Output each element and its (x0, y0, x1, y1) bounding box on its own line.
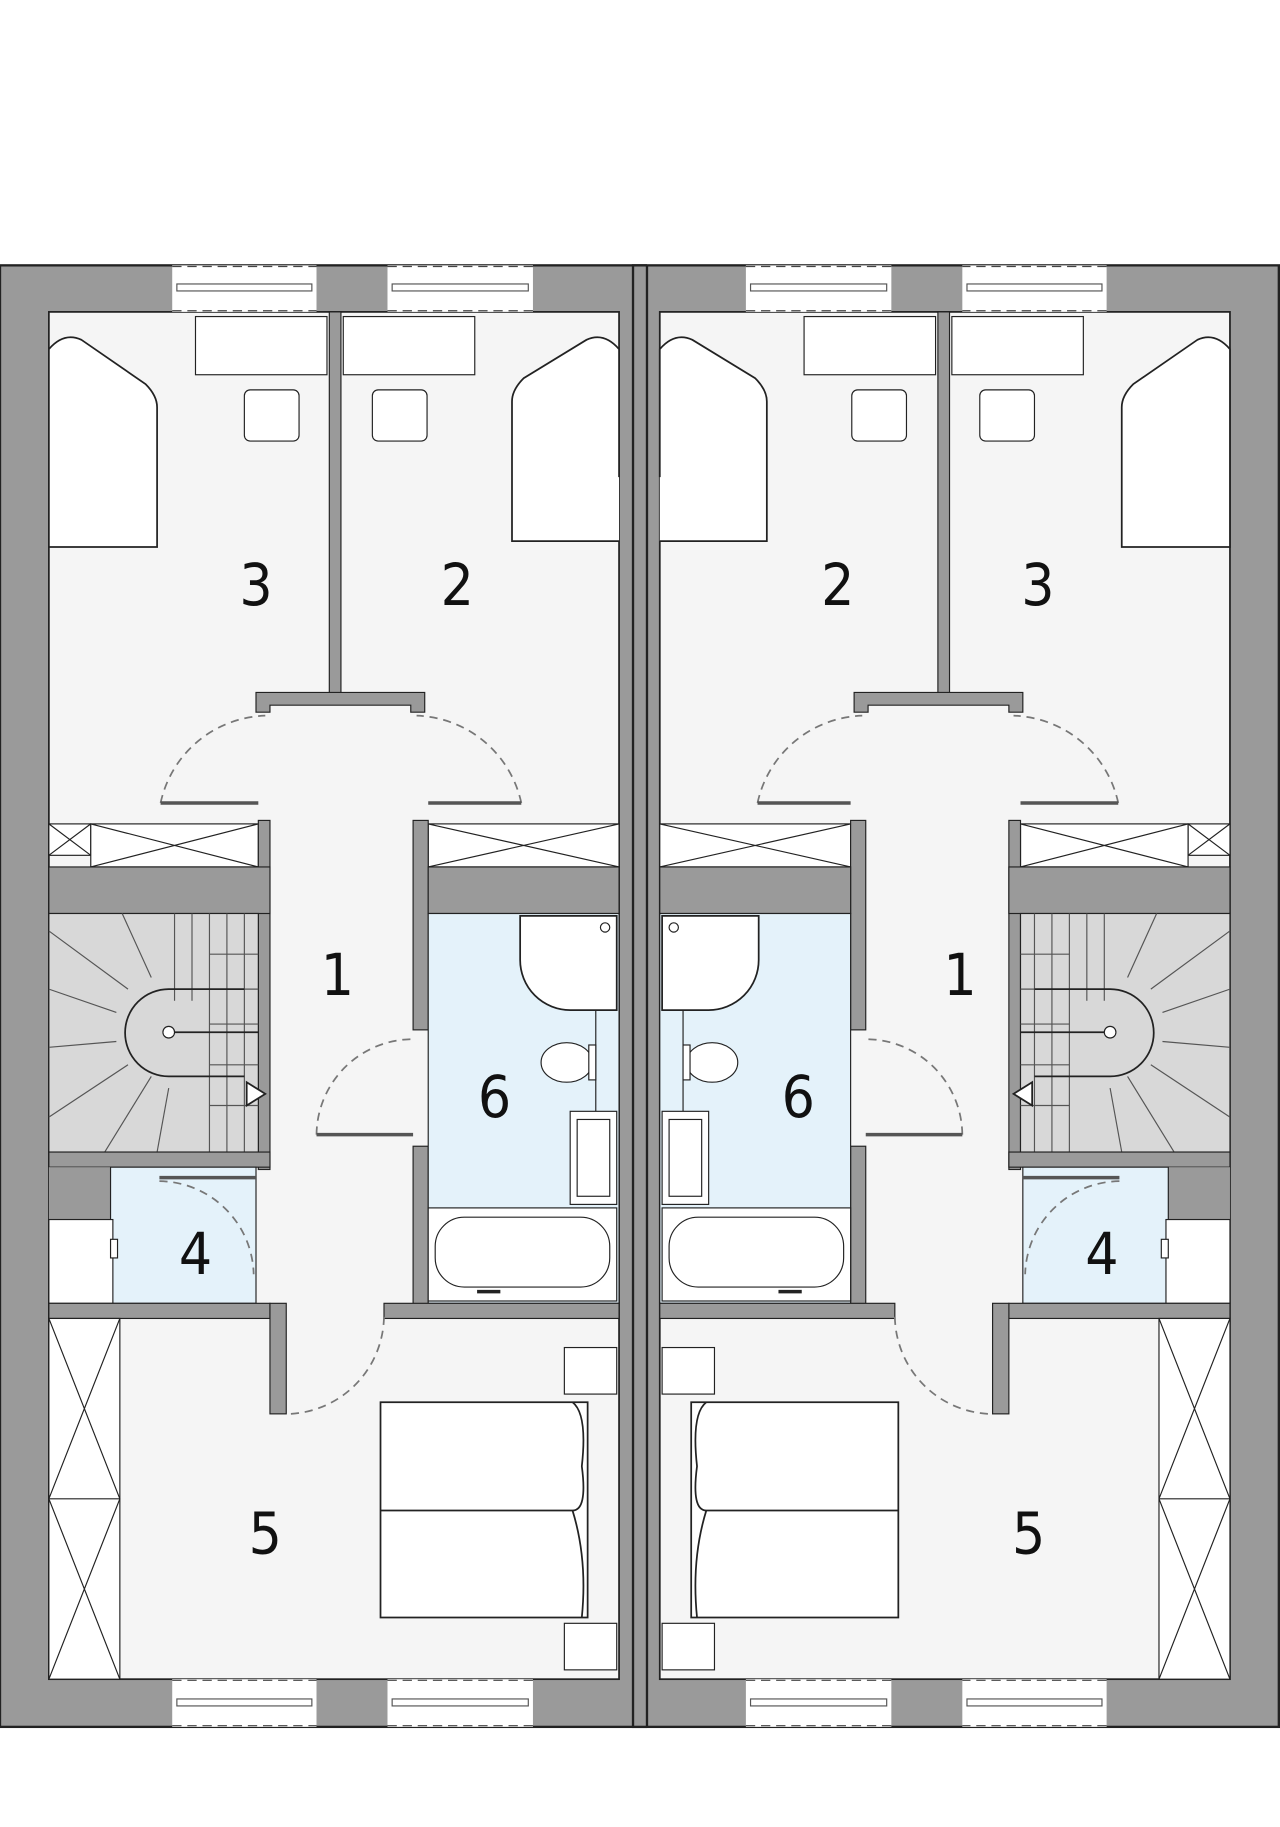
room-label-master-bedroom: 5 (249, 1499, 282, 1567)
room-label-bathroom: 6 (478, 1063, 511, 1131)
room-label-bedroom-3: 3 (239, 551, 272, 619)
room-label-storage: 4 (1085, 1220, 1118, 1288)
room-label-bedroom-3: 3 (1021, 551, 1054, 619)
room-label-master-bedroom: 5 (1012, 1499, 1045, 1567)
room-label-bedroom-2: 2 (821, 551, 854, 619)
room-label-bedroom-2: 2 (441, 551, 474, 619)
room-label-hall: 1 (943, 941, 976, 1009)
room-label-hall: 1 (321, 941, 354, 1009)
room-label-storage: 4 (179, 1220, 212, 1288)
room-label-bathroom: 6 (782, 1063, 815, 1131)
